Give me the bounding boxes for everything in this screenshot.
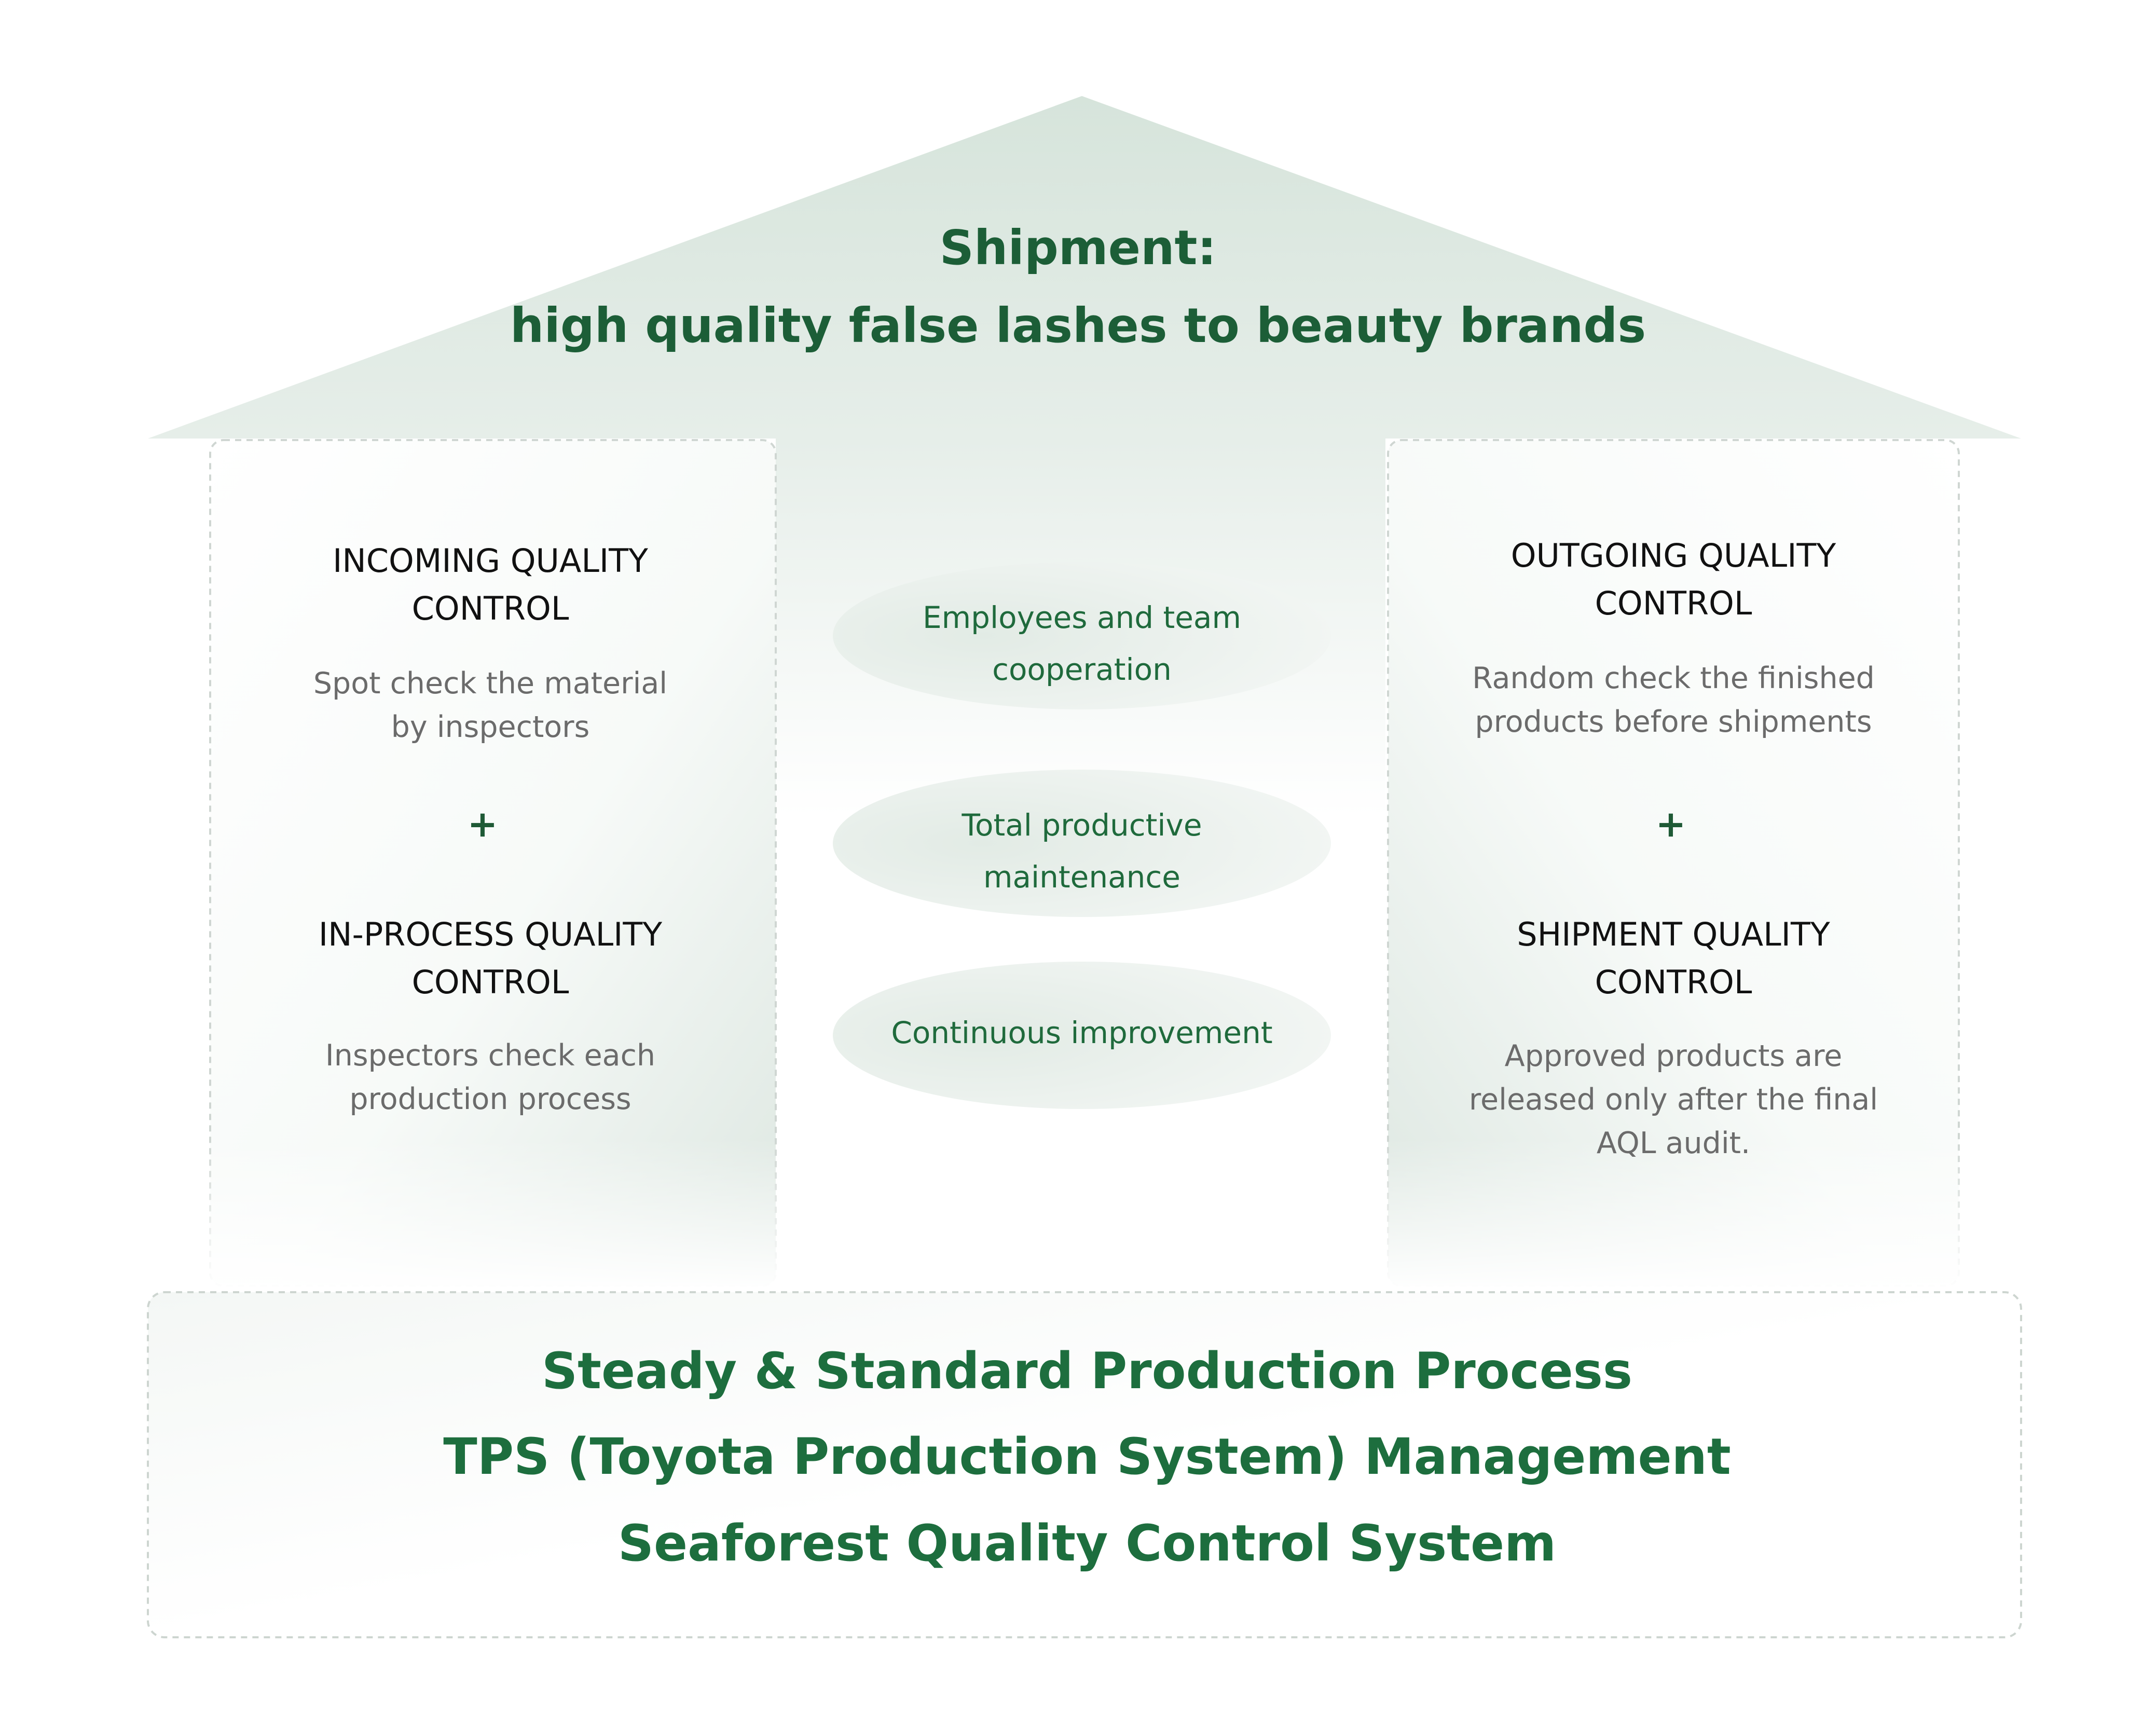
roof (148, 96, 2021, 439)
center-item-employees-line2: cooperation (992, 652, 1172, 687)
outgoing-qc-title-line1: OUTGOING QUALITY (1510, 537, 1836, 574)
incoming-qc-desc-line1: Spot check the material (313, 666, 668, 701)
center-ellipse-1 (833, 562, 1331, 709)
foundation-line-production-process: Steady & Standard Production Process (541, 1342, 1632, 1400)
outgoing-qc-desc-line2: products before shipments (1475, 705, 1872, 739)
roof-title-line2: high quality false lashes to beauty bran… (510, 298, 1646, 353)
center-item-maintenance-line1: Total productive (962, 807, 1202, 843)
center-item-maintenance-line2: maintenance (983, 859, 1180, 895)
left-plus-icon: + (467, 803, 498, 845)
shipment-qc-title-line2: CONTROL (1595, 963, 1752, 1001)
roof-title-line1: Shipment: (939, 220, 1217, 276)
foundation-line-tps-management: TPS (Toyota Production System) Managemen… (443, 1428, 1731, 1486)
shipment-qc-desc-line1: Approved products are (1504, 1039, 1843, 1073)
inprocess-qc-desc-line1: Inspectors check each (325, 1038, 656, 1073)
shipment-qc-desc-line3: AQL audit. (1596, 1126, 1751, 1160)
incoming-qc-desc-line2: by inspectors (391, 710, 590, 744)
foundation-box (147, 1291, 2022, 1638)
center-item-improvement: Continuous improvement (891, 1015, 1273, 1050)
center-ellipse-2 (833, 770, 1331, 917)
incoming-qc-title-line2: CONTROL (411, 590, 569, 627)
center-item-employees-line1: Employees and team (923, 600, 1241, 635)
outgoing-qc-title-line2: CONTROL (1595, 584, 1752, 622)
foundation-line-quality-system: Seaforest Quality Control System (617, 1514, 1557, 1572)
incoming-qc-title-line1: INCOMING QUALITY (333, 542, 648, 580)
right-plus-icon: + (1655, 803, 1686, 845)
shipment-qc-desc-line2: released only after the final (1468, 1083, 1878, 1117)
shipment-qc-title-line1: SHIPMENT QUALITY (1517, 915, 1830, 953)
center-ellipse-3 (833, 962, 1331, 1109)
inprocess-qc-title-line1: IN-PROCESS QUALITY (318, 915, 663, 953)
outgoing-qc-desc-line1: Random check the finished (1472, 661, 1875, 695)
inprocess-qc-title-line2: CONTROL (411, 963, 569, 1001)
inprocess-qc-desc-line2: production process (349, 1082, 631, 1116)
